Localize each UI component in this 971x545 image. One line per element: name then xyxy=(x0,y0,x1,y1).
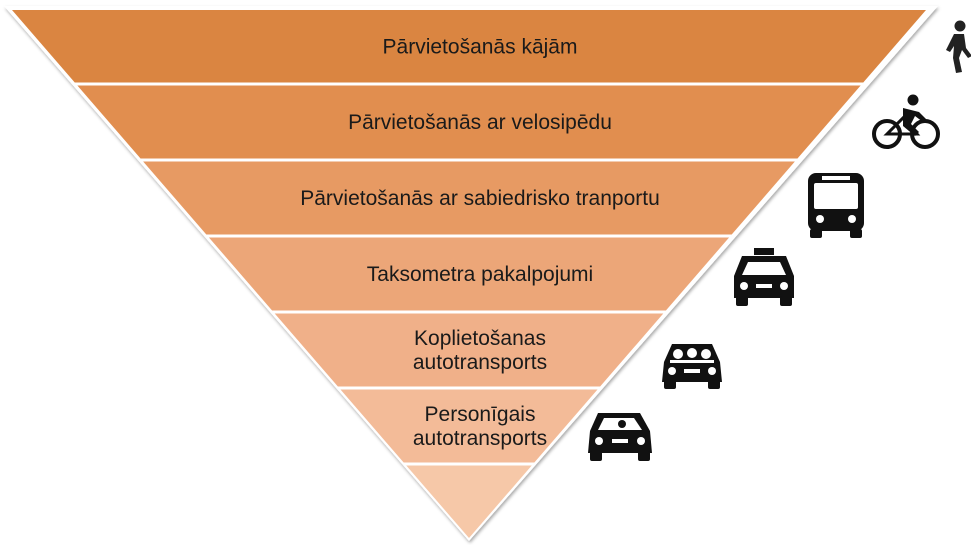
pyramid-level-3-label: Pārvietošanās ar sabiedrisko tranportu xyxy=(300,187,660,210)
pedestrian-icon xyxy=(946,20,971,73)
bus-icon xyxy=(808,173,864,238)
bicycle-icon xyxy=(872,94,940,149)
pyramid-level-6-label: autotransports xyxy=(413,427,547,450)
personal-car-icon xyxy=(588,413,652,461)
pyramid-level-1-label: Pārvietošanās kājām xyxy=(383,35,578,58)
pyramid-levels xyxy=(12,10,926,538)
pyramid-level-5-label: Koplietošanas xyxy=(414,327,546,350)
pyramid-level-3 xyxy=(143,161,795,235)
pyramid-level-7 xyxy=(406,465,532,538)
pyramid-level-6-label: Personīgais xyxy=(425,403,536,426)
pyramid-level-2 xyxy=(77,85,861,159)
pyramid-level-4 xyxy=(208,237,730,311)
pyramid-level-2-label: Pārvietošanās ar velosipēdu xyxy=(348,111,612,134)
pyramid-level-1 xyxy=(12,10,926,83)
taxi-icon xyxy=(734,248,794,306)
shared-car-icon xyxy=(662,344,722,389)
pyramid-level-4-label: Taksometra pakalpojumi xyxy=(367,263,593,286)
pyramid-level-6 xyxy=(340,389,598,463)
pyramid-level-5-label: autotransports xyxy=(413,351,547,374)
pyramid-level-5 xyxy=(274,313,664,387)
